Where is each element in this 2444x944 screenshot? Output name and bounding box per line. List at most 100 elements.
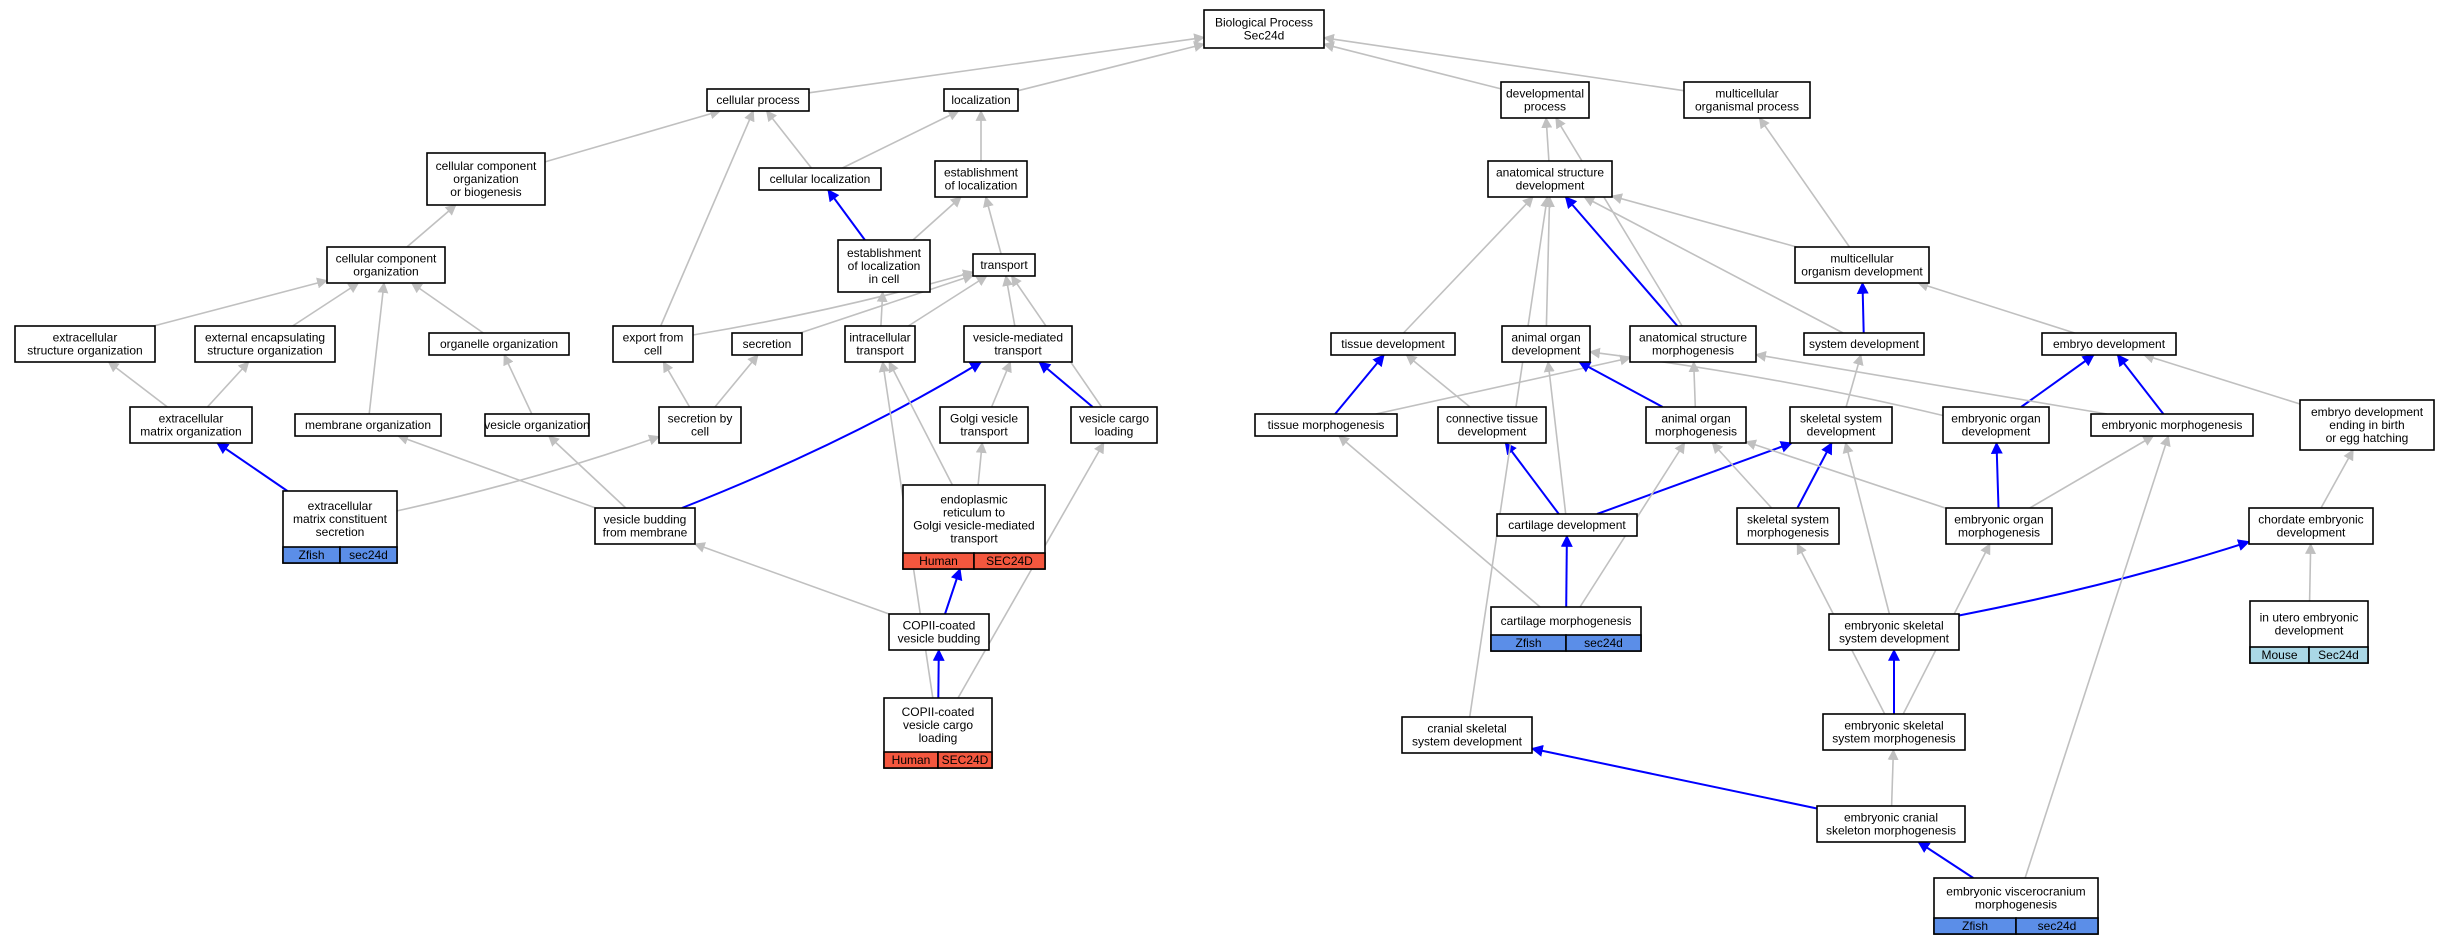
node-box bbox=[972, 253, 1036, 277]
species-tag-label: sec24d bbox=[1584, 636, 1623, 650]
node-label-line: of localization bbox=[945, 179, 1018, 193]
node-label-line: embryo development bbox=[2053, 337, 2166, 351]
node-organelle-org[interactable]: organelle organization bbox=[428, 332, 570, 356]
node-cartilage-dev[interactable]: cartilage development bbox=[1496, 513, 1638, 537]
edge-vesicle-org-to-organelle-org bbox=[503, 354, 533, 415]
node-localization[interactable]: localization bbox=[943, 88, 1019, 112]
edge-ecm-org-to-external-encapsulating bbox=[206, 361, 250, 408]
node-label-line: development bbox=[2277, 526, 2346, 540]
node-label-line: localization bbox=[951, 93, 1010, 107]
edge-cartilage-dev-to-connective-tissue bbox=[1504, 442, 1560, 515]
node-tissue-morph[interactable]: tissue morphogenesis bbox=[1254, 413, 1398, 437]
node-label-line: embryonic skeletal bbox=[1844, 619, 1943, 633]
node-transport[interactable]: transport bbox=[972, 253, 1036, 277]
edge-elc-to-cellular-localization bbox=[827, 189, 866, 241]
node-label-line: establishment bbox=[847, 246, 922, 260]
edge-animal-organ-morph-to-asm bbox=[1688, 360, 1700, 408]
node-label-line: Biological Process bbox=[1215, 16, 1313, 30]
node-embryonic-viscero[interactable]: embryonic viscerocraniummorphogenesisZfi… bbox=[1933, 877, 2099, 935]
node-label-line: tissue development bbox=[1341, 337, 1445, 351]
edge-cartilage-morph-to-tissue-morph bbox=[1338, 435, 1541, 608]
edge-embryonic-skel-dev-to-chordate-embryonic bbox=[1958, 539, 2251, 617]
node-label-line: COPII-coated bbox=[902, 705, 975, 719]
edge-asm-to-developmental-process bbox=[1555, 117, 1683, 327]
node-embryonic-morph[interactable]: embryonic morphogenesis bbox=[2090, 413, 2254, 437]
node-label-line: development bbox=[1516, 179, 1585, 193]
node-vesicle-org[interactable]: vesicle organization bbox=[484, 413, 590, 437]
node-label-line: organization bbox=[353, 265, 418, 279]
node-tissue-development[interactable]: tissue development bbox=[1330, 332, 1456, 356]
edge-developmental-process-to-bp bbox=[1322, 41, 1502, 90]
edge-cartilage-morph-to-cartilage-dev bbox=[1560, 534, 1573, 608]
node-label-line: cranial skeletal bbox=[1427, 722, 1506, 736]
edge-organelle-org-to-cco bbox=[410, 282, 484, 334]
node-label-line: cellular process bbox=[716, 93, 799, 107]
node-box bbox=[1683, 81, 1811, 119]
edge-elc-to-establishment-localization bbox=[912, 196, 962, 241]
node-box bbox=[837, 239, 931, 293]
node-system-development[interactable]: system development bbox=[1803, 332, 1925, 356]
node-box bbox=[2041, 332, 2177, 356]
node-box bbox=[943, 88, 1019, 112]
node-box bbox=[1496, 513, 1638, 537]
node-label-line: extracellular bbox=[159, 412, 224, 426]
node-label-line: morphogenesis bbox=[1652, 344, 1734, 358]
node-label-line: organism development bbox=[1801, 265, 1923, 279]
node-secretion[interactable]: secretion bbox=[731, 332, 803, 356]
edge-embryo-development-to-mod bbox=[1917, 280, 2075, 334]
node-embryo-development[interactable]: embryo development bbox=[2041, 332, 2177, 356]
node-box bbox=[484, 413, 590, 437]
edge-vesicle-budding-membrane-to-membrane-org bbox=[397, 434, 596, 509]
node-label-line: embryo development bbox=[2311, 405, 2424, 419]
edge-vesicle-budding-membrane-to-vesicle-mediated bbox=[681, 361, 983, 509]
edge-system-development-to-mod bbox=[1856, 281, 1869, 334]
node-label-line: cartilage morphogenesis bbox=[1501, 614, 1632, 628]
node-membrane-org[interactable]: membrane organization bbox=[294, 413, 442, 437]
node-box bbox=[1645, 406, 1747, 444]
species-tag-label: Zfish bbox=[1962, 919, 1988, 933]
node-cellular-process[interactable]: cellular process bbox=[706, 88, 810, 112]
node-cellular-localization[interactable]: cellular localization bbox=[758, 167, 882, 191]
node-box bbox=[1789, 406, 1893, 444]
edge-export-from-cell-to-transport bbox=[692, 269, 975, 336]
